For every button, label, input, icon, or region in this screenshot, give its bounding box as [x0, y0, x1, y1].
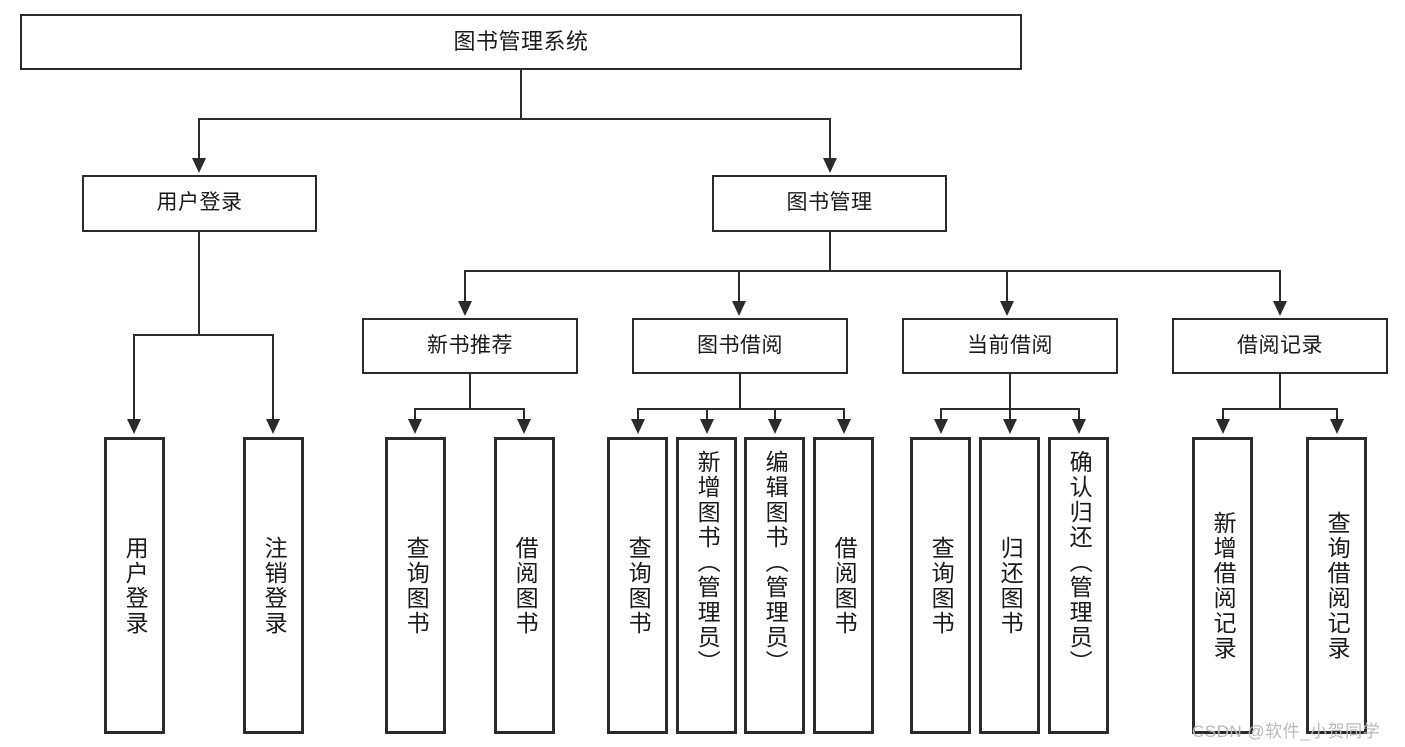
node-root-system[interactable]: 图书管理系统	[20, 14, 1022, 70]
node-book-borrow[interactable]: 图书借阅	[632, 318, 848, 374]
leaf-current-borrow-1[interactable]: 归还图书	[979, 437, 1040, 734]
node-new-book-recommend[interactable]: 新书推荐	[362, 318, 578, 374]
leaf-book-borrow-3[interactable]: 借阅图书	[813, 437, 874, 734]
leaf-label: 确认归还（管理员）	[1066, 450, 1093, 675]
connector-borrow-record-stem	[1279, 374, 1281, 409]
leaf-borrow-record-1[interactable]: 查询借阅记录	[1306, 437, 1367, 734]
leaf-book-borrow-0[interactable]: 查询图书	[607, 437, 668, 734]
connector-drop-leaf-current-borrow-1	[1009, 408, 1011, 420]
leaf-label: 编辑图书（管理员）	[762, 450, 789, 675]
leaf-label: 查询图书	[928, 535, 955, 636]
leaf-label: 查询图书	[625, 535, 652, 636]
arrowhead-leaf-current-borrow-0	[934, 419, 948, 434]
arrowhead-leaf-borrow-record-1	[1330, 419, 1344, 434]
leaf-label: 借阅图书	[831, 535, 858, 636]
connector-book-borrow-bus	[637, 408, 844, 410]
arrowhead-new-book	[458, 301, 472, 316]
connector-drop-leaf-book-borrow-3	[843, 408, 845, 420]
arrowhead-current-borrow	[1000, 301, 1014, 316]
arrowhead-book-manage	[823, 158, 837, 173]
arrowhead-leaf-book-borrow-1	[700, 419, 714, 434]
connector-drop-leaf-user-login-1	[272, 334, 274, 420]
leaf-new-book-0[interactable]: 查询图书	[385, 437, 446, 734]
connector-drop-leaf-current-borrow-2	[1078, 408, 1080, 420]
connector-level3-bus	[464, 270, 1281, 272]
connector-drop-leaf-user-login-0	[133, 334, 135, 420]
leaf-borrow-record-0[interactable]: 新增借阅记录	[1192, 437, 1253, 734]
arrowhead-leaf-borrow-record-0	[1216, 419, 1230, 434]
leaf-label: 用户登录	[122, 535, 149, 636]
node-current-borrow[interactable]: 当前借阅	[902, 318, 1118, 374]
node-label: 借阅记录	[1237, 333, 1323, 357]
connector-drop-new-book	[464, 270, 466, 302]
watermark-text: CSDN @软件_小贺同学	[1192, 722, 1381, 741]
connector-book-manage-stem	[829, 232, 831, 271]
connector-drop-leaf-new-book-0	[414, 408, 416, 420]
leaf-label: 查询借阅记录	[1324, 510, 1351, 661]
arrowhead-user-login	[192, 158, 206, 173]
connector-drop-current-borrow	[1006, 270, 1008, 302]
connector-drop-leaf-current-borrow-0	[940, 408, 942, 420]
leaf-label: 注销登录	[261, 535, 288, 636]
connector-new-book-stem	[469, 374, 471, 409]
arrowhead-leaf-book-borrow-3	[837, 419, 851, 434]
node-label: 图书管理	[786, 191, 873, 215]
connector-drop-book-manage	[829, 118, 831, 160]
arrowhead-leaf-user-login-0	[127, 419, 141, 434]
connector-user-login-stem	[198, 232, 200, 335]
leaf-label: 借阅图书	[512, 535, 539, 636]
connector-root-stem	[520, 70, 522, 118]
node-label: 新书推荐	[427, 333, 513, 357]
connector-drop-user-login	[198, 118, 200, 160]
node-borrow-record[interactable]: 借阅记录	[1172, 318, 1388, 374]
leaf-new-book-1[interactable]: 借阅图书	[494, 437, 555, 734]
connector-current-borrow-stem	[1009, 374, 1011, 409]
connector-user-login-bus	[133, 334, 274, 336]
arrowhead-book-borrow	[732, 301, 746, 316]
node-label: 当前借阅	[967, 333, 1053, 357]
leaf-label: 归还图书	[997, 535, 1024, 636]
connector-drop-borrow-record	[1279, 270, 1281, 302]
connector-drop-leaf-borrow-record-0	[1222, 408, 1224, 420]
arrowhead-leaf-book-borrow-0	[631, 419, 645, 434]
node-label: 用户登录	[156, 191, 243, 215]
connector-drop-leaf-book-borrow-1	[706, 408, 708, 420]
leaf-current-borrow-0[interactable]: 查询图书	[910, 437, 971, 734]
arrowhead-leaf-book-borrow-2	[768, 419, 782, 434]
node-label: 图书借阅	[697, 333, 783, 357]
node-book-management[interactable]: 图书管理	[712, 175, 947, 232]
connector-drop-leaf-book-borrow-0	[637, 408, 639, 420]
arrowhead-leaf-new-book-0	[408, 419, 422, 434]
leaf-book-borrow-2[interactable]: 编辑图书（管理员）	[744, 437, 805, 734]
leaf-label: 新增图书（管理员）	[694, 450, 721, 675]
leaf-book-borrow-1[interactable]: 新增图书（管理员）	[676, 437, 737, 734]
leaf-label: 新增借阅记录	[1210, 510, 1237, 661]
leaf-label: 查询图书	[403, 535, 430, 636]
arrowhead-borrow-record	[1273, 301, 1287, 316]
connector-borrow-record-bus	[1222, 408, 1338, 410]
connector-book-borrow-stem	[739, 374, 741, 409]
arrowhead-leaf-current-borrow-1	[1003, 419, 1017, 434]
arrowhead-leaf-new-book-1	[517, 419, 531, 434]
leaf-current-borrow-2[interactable]: 确认归还（管理员）	[1048, 437, 1109, 734]
leaf-user-login-1[interactable]: 注销登录	[243, 437, 304, 734]
node-label: 图书管理系统	[453, 29, 589, 55]
connector-root-bus	[198, 118, 831, 120]
connector-drop-leaf-new-book-1	[523, 408, 525, 420]
connector-new-book-bus	[414, 408, 525, 410]
arrowhead-leaf-user-login-1	[266, 419, 280, 434]
leaf-user-login-0[interactable]: 用户登录	[104, 437, 165, 734]
connector-drop-leaf-borrow-record-1	[1336, 408, 1338, 420]
arrowhead-leaf-current-borrow-2	[1072, 419, 1086, 434]
node-user-login[interactable]: 用户登录	[82, 175, 317, 232]
connector-drop-leaf-book-borrow-2	[774, 408, 776, 420]
connector-drop-book-borrow	[738, 270, 740, 302]
